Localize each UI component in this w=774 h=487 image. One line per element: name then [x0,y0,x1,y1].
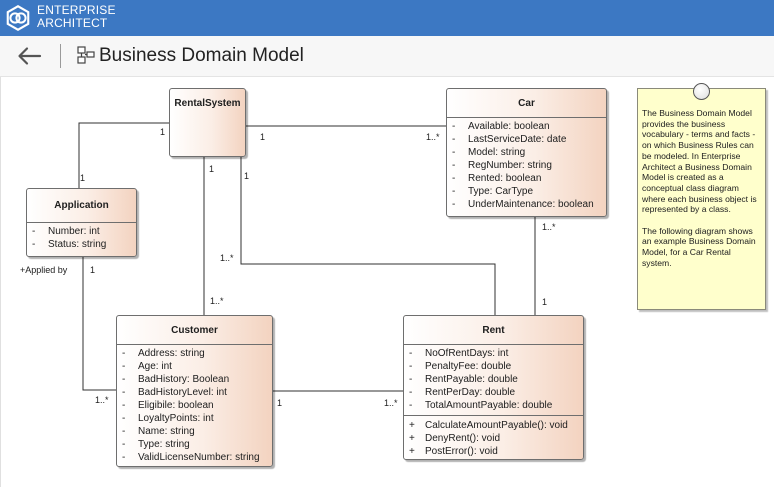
brand-name: ENTERPRISE ARCHITECT [37,4,116,30]
operation-row: +DenyRent(): void [409,433,501,444]
operation-list: +CalculateAmountPayable(): void +DenyRen… [404,416,583,461]
multiplicity-label: 1 [260,132,266,142]
multiplicity-label: 1 [160,127,166,137]
multiplicity-label: 1 [277,398,283,408]
multiplicity-label: 1..* [210,296,224,306]
attribute-list: -Available: boolean -LastServiceDate: da… [447,118,606,214]
assoc-application-customer [82,257,116,391]
title-bar: ENTERPRISE ARCHITECT [0,0,774,36]
multiplicity-label: 1..* [220,253,234,263]
operation-row: +PostError(): void [409,446,498,457]
attribute-list: -NoOfRentDays: int -PenaltyFee: double -… [404,345,583,415]
attribute-row: -RentPayable: double [409,374,518,385]
brand-line-1: ENTERPRISE [37,3,116,17]
attribute-row: -UnderMaintenance: boolean [452,199,594,210]
attribute-row: -Type: CarType [452,186,534,197]
attribute-row: -RegNumber: string [452,160,552,171]
diagram-canvas[interactable]: RentalSystem Car -Available: boolean -La… [0,77,774,487]
note-connector-circle-icon [693,83,710,100]
class-name: RentalSystem [174,98,241,109]
attribute-row: -LoyaltyPoints: int [122,413,214,424]
multiplicity-label: 1 [209,164,215,174]
multiplicity-label: 1..* [542,222,556,232]
attribute-row: -BadHistoryLevel: int [122,387,227,398]
multiplicity-label: 1 [80,173,86,183]
attribute-row: -Rented: boolean [452,173,542,184]
attribute-row: -Name: string [122,426,195,437]
class-car[interactable]: Car -Available: boolean -LastServiceDate… [446,88,607,217]
attribute-list: -Address: string -Age: int -BadHistory: … [117,345,272,467]
multiplicity-label: 1 [244,171,250,181]
attribute-row: -TotalAmountPayable: double [409,400,553,411]
attribute-row: -Eligibile: boolean [122,400,214,411]
attribute-row: -NoOfRentDays: int [409,348,509,359]
attribute-row: -Type: string [122,439,190,450]
attribute-row: -PenaltyFee: double [409,361,512,372]
class-name: Car [518,98,535,109]
attribute-row: -Model: string [452,147,526,158]
assoc-rentalsystem-rent [240,157,496,315]
class-rent[interactable]: Rent -NoOfRentDays: int -PenaltyFee: dou… [403,315,584,460]
attribute-row: -Address: string [122,348,205,359]
note-paragraph: The following diagram shows an example B… [642,225,756,268]
class-application[interactable]: Application -Number: int -Status: string [26,188,137,257]
multiplicity-label: 1..* [95,395,109,405]
class-customer[interactable]: Customer -Address: string -Age: int -Bad… [116,315,273,467]
back-arrow-icon[interactable] [14,44,44,68]
multiplicity-label: 1..* [426,132,440,142]
class-rentalsystem[interactable]: RentalSystem [169,88,246,157]
class-name: Rent [482,325,505,336]
attribute-row: -Status: string [32,239,107,250]
association-lines [78,122,536,392]
attribute-row: -LastServiceDate: date [452,134,567,145]
diagram-note[interactable]: The Business Domain Model provides the b… [637,83,766,310]
operation-row: +CalculateAmountPayable(): void [409,420,568,431]
class-name: Application [54,200,109,211]
class-diagram-icon [77,46,95,64]
multiplicity-label: 1..* [384,398,398,408]
attribute-row: -Available: boolean [452,121,550,132]
attribute-list: -Number: int -Status: string [27,223,136,254]
attribute-row: -RentPerDay: double [409,387,516,398]
toolbar-separator [60,44,61,68]
toolbar: Business Domain Model [0,36,774,77]
class-name: Customer [171,325,218,336]
attribute-row: -Age: int [122,361,172,372]
attribute-row: -BadHistory: Boolean [122,374,230,385]
attribute-row: -ValidLicenseNumber: string [122,452,260,463]
enterprise-architect-logo-icon [6,5,30,31]
attribute-row: -Number: int [32,226,100,237]
page-title: Business Domain Model [99,45,304,66]
multiplicity-label: 1 [542,297,548,307]
multiplicity-label: 1 [90,265,96,275]
brand-line-2: ARCHITECT [37,16,108,30]
assoc-rentalsystem-application [78,122,169,188]
association-role-label: +Applied by [20,265,68,275]
note-paragraph: The Business Domain Model provides the b… [642,108,757,215]
